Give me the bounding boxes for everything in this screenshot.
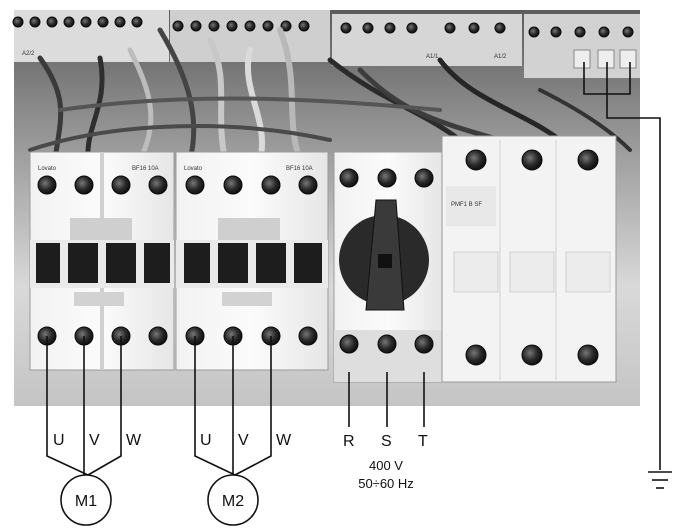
contactor-screw bbox=[148, 326, 168, 346]
terminal-screw bbox=[598, 26, 610, 38]
terminal-screw bbox=[622, 26, 634, 38]
m1-label-w: W bbox=[126, 432, 142, 449]
schematic-overlay bbox=[46, 62, 661, 476]
terminal-screw bbox=[468, 22, 480, 34]
contactor-screw bbox=[261, 175, 281, 195]
terminal-screw bbox=[528, 26, 540, 38]
terminal-screw bbox=[550, 26, 562, 38]
motor-m2: M2 bbox=[207, 474, 259, 526]
terminal-screw bbox=[172, 20, 184, 32]
m1-label-u: U bbox=[53, 432, 65, 449]
terminal-screw bbox=[29, 16, 41, 28]
terminal-screw bbox=[494, 22, 506, 34]
contactor-1-model: BF16 10A bbox=[132, 166, 159, 172]
supply-labels: R S T 400 V 50÷60 Hz bbox=[343, 433, 428, 491]
contactor-screw bbox=[148, 175, 168, 195]
terminal-screw bbox=[63, 16, 75, 28]
m1-label-v: V bbox=[89, 432, 100, 449]
terminal-screw bbox=[114, 16, 126, 28]
terminal-screw bbox=[12, 16, 24, 28]
fuse-label: PMF1 B SF bbox=[451, 202, 482, 208]
terminal-screw bbox=[340, 22, 352, 34]
m2-label-v: V bbox=[238, 432, 249, 449]
supply-label-t: T bbox=[418, 433, 428, 450]
contactor-screw bbox=[111, 175, 131, 195]
ground-terminals bbox=[573, 49, 637, 69]
fuse-screw bbox=[521, 149, 543, 171]
contactor-2-model: BF16 10A bbox=[286, 166, 313, 172]
terminal-screw bbox=[406, 22, 418, 34]
m2-label-w: W bbox=[276, 432, 292, 449]
contactor-screw bbox=[185, 175, 205, 195]
terminal-screw bbox=[208, 20, 220, 32]
earth-wire bbox=[583, 62, 661, 470]
terminal-screw bbox=[226, 20, 238, 32]
terminal-label-a1-1: A1/1 bbox=[426, 54, 439, 60]
terminal-screw bbox=[280, 20, 292, 32]
contactor-screw bbox=[37, 175, 57, 195]
terminal-screw bbox=[46, 16, 58, 28]
cables bbox=[28, 27, 632, 173]
terminal-label-a1-2: A1/2 bbox=[494, 54, 507, 60]
m2-wire-w bbox=[234, 336, 272, 476]
terminal-screw bbox=[298, 20, 310, 32]
switch-screw bbox=[377, 334, 397, 354]
m1-wire-u bbox=[46, 336, 89, 476]
contactor-2-brand: Lovato bbox=[184, 166, 203, 172]
fuse-screw bbox=[577, 344, 599, 366]
m1-wire-w bbox=[87, 336, 122, 476]
motor-m1: M1 bbox=[60, 474, 112, 526]
terminal-screw bbox=[444, 22, 456, 34]
m2-wire-u bbox=[194, 336, 236, 476]
terminal-screw bbox=[97, 16, 109, 28]
terminal-screw bbox=[384, 22, 396, 34]
terminal-screw bbox=[574, 26, 586, 38]
switch-screw bbox=[414, 168, 434, 188]
terminal-screw bbox=[131, 16, 143, 28]
contactor-screw bbox=[298, 175, 318, 195]
terminal-screw bbox=[244, 20, 256, 32]
switch-screw bbox=[339, 334, 359, 354]
contactor-screw bbox=[74, 175, 94, 195]
supply-voltage: 400 V bbox=[369, 458, 403, 473]
supply-label-s: S bbox=[381, 433, 392, 450]
contactor-screw bbox=[223, 175, 243, 195]
switch-screw bbox=[339, 168, 359, 188]
m2-label-u: U bbox=[200, 432, 212, 449]
fuse-screw bbox=[577, 149, 599, 171]
supply-label-r: R bbox=[343, 433, 355, 450]
earth-symbol bbox=[648, 471, 672, 489]
panel-photo: A2/2 A1/1 A1/2 Lovato BF16 10A bbox=[12, 10, 640, 406]
fuse-holder: PMF1 B SF bbox=[441, 49, 637, 383]
terminal-screw bbox=[190, 20, 202, 32]
motor-m1-label: M1 bbox=[75, 493, 97, 510]
terminal-screw bbox=[362, 22, 374, 34]
device-screws bbox=[37, 149, 599, 366]
terminal-screw bbox=[80, 16, 92, 28]
terminal-label-a2-2: A2/2 bbox=[22, 51, 35, 57]
fuse-screw bbox=[521, 344, 543, 366]
fuse-screw bbox=[465, 344, 487, 366]
output-labels: U V W U V W bbox=[49, 430, 299, 450]
terminal-screw bbox=[262, 20, 274, 32]
switch-screw bbox=[377, 168, 397, 188]
motor-m2-label: M2 bbox=[222, 493, 244, 510]
switch-screw bbox=[414, 334, 434, 354]
contactor-1-brand: Lovato bbox=[38, 166, 57, 172]
supply-frequency: 50÷60 Hz bbox=[358, 476, 414, 491]
fuse-screw bbox=[465, 149, 487, 171]
contactor-screw bbox=[298, 326, 318, 346]
